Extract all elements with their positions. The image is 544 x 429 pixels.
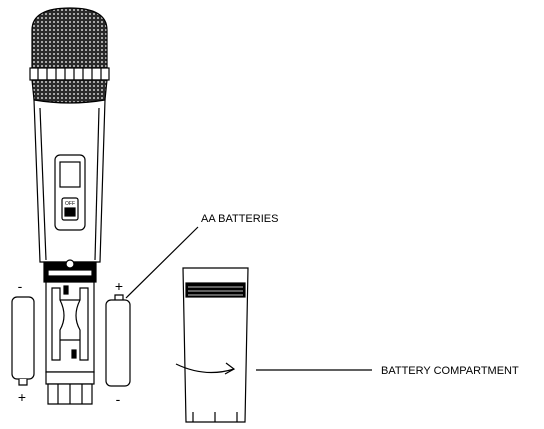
polarity-right-bottom: -: [116, 391, 121, 407]
slide-direction-arrow: [175, 363, 235, 374]
polarity-left-top: -: [18, 278, 23, 294]
grille-ring: [29, 67, 110, 81]
battery-left: - +: [11, 278, 35, 405]
aa-batteries-label: AA BATTERIES: [201, 213, 278, 225]
arrow-head: [224, 362, 236, 375]
microphone: OFF: [29, 7, 110, 405]
battery-compartment-label: BATTERY COMPARTMENT: [381, 365, 519, 377]
lcd-screen: [59, 161, 81, 188]
handle-end-cap: [45, 371, 95, 385]
battery-right: + -: [105, 278, 131, 407]
grille-lower-band: [31, 79, 108, 104]
switch-off-text: OFF: [65, 201, 75, 207]
battery-compartment-cover: [182, 267, 249, 423]
polarity-left-bottom: +: [18, 389, 26, 405]
polarity-right-top: +: [115, 278, 123, 294]
microphone-grille: [31, 7, 108, 71]
aa-batteries-leader-line: [125, 226, 199, 299]
